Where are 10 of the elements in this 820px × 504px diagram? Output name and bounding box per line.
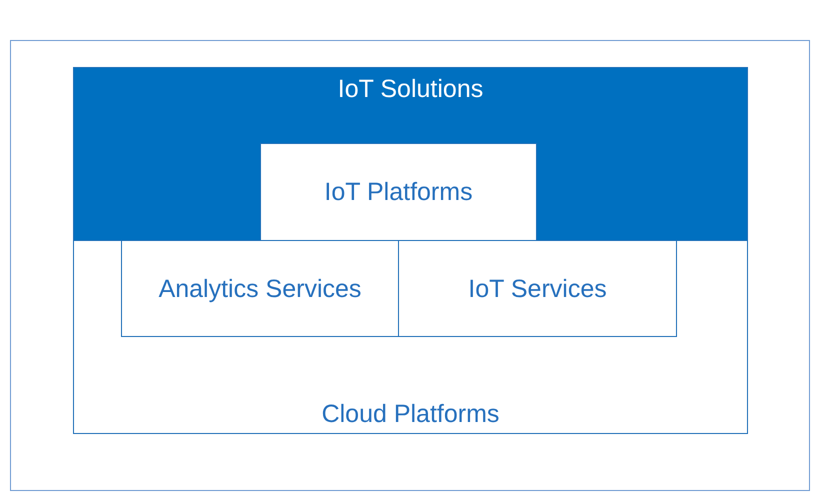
layer-box	[121, 240, 399, 337]
layer-box	[260, 143, 537, 241]
layer-box	[73, 240, 748, 434]
layer-box	[398, 240, 677, 337]
layer-label: IoT Services	[468, 274, 607, 304]
layer-label: Cloud Platforms	[322, 399, 500, 429]
layer-label: IoT Solutions	[338, 74, 484, 104]
layer-label: IoT Platforms	[324, 177, 473, 207]
layer-box	[73, 67, 748, 241]
layer-label: Analytics Services	[158, 274, 362, 304]
